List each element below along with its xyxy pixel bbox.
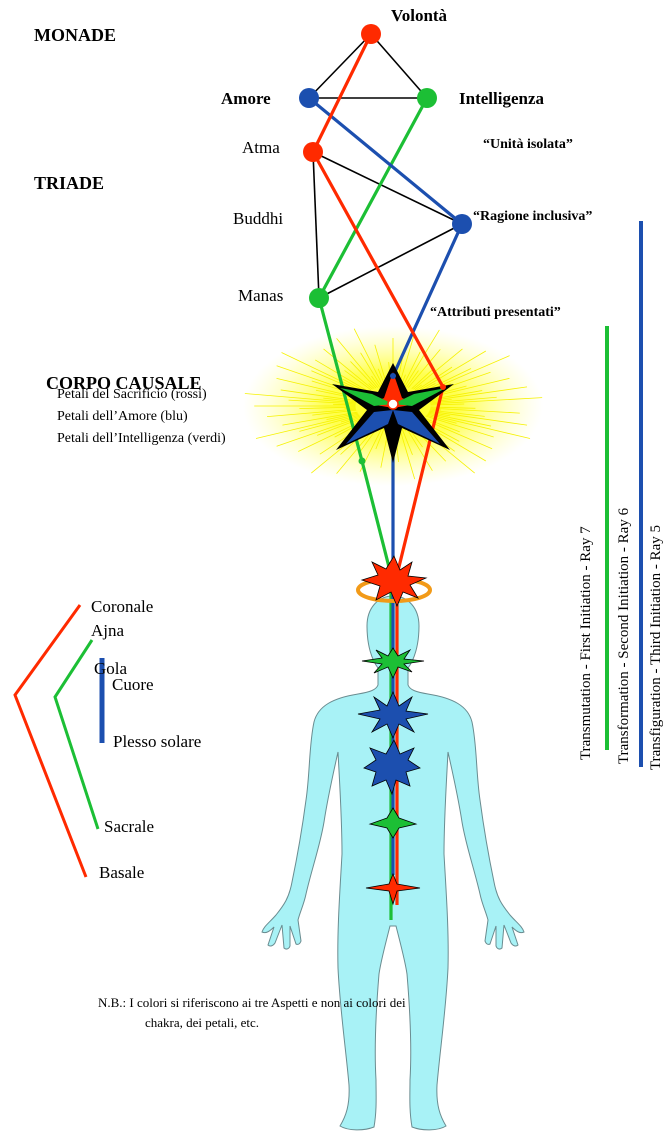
note-line-1: N.B.: I colori si riferiscono ai tre Asp…	[98, 993, 406, 1013]
chakra-ajna: Ajna	[91, 622, 124, 639]
petals-intelligenza: Petali dell’Intelligenza (verdi)	[57, 432, 226, 446]
label-amore: Amore	[221, 90, 271, 107]
chakra-cuore: Cuore	[112, 676, 154, 693]
quote-attributi-presentati: “Attributi presentati”	[430, 306, 561, 320]
label-atma: Atma	[242, 139, 280, 156]
node-amore	[299, 88, 319, 108]
node-buddhi	[452, 214, 472, 234]
monad-edge-volonta-amore	[309, 34, 371, 98]
label-manas: Manas	[238, 287, 283, 304]
chakra-coronale: Coronale	[91, 598, 153, 615]
chakra-basale: Basale	[99, 864, 144, 881]
petals-amore: Petali dell’Amore (blu)	[57, 410, 188, 424]
quote-ragione-inclusiva: “Ragione inclusiva”	[473, 210, 592, 224]
causal-star-center	[388, 399, 398, 409]
bracket-red	[15, 605, 86, 877]
quote-unita-isolata: “Unità isolata”	[483, 138, 573, 152]
level-monade: MONADE	[34, 26, 116, 44]
blue-ray-dot	[390, 373, 396, 379]
node-volonta	[361, 24, 381, 44]
initiation-first: Transmutation - First Initiation - Ray 7	[579, 526, 594, 760]
green-ray-dot	[359, 458, 366, 465]
node-atma	[303, 142, 323, 162]
node-intelligenza	[417, 88, 437, 108]
label-volonta: Volontà	[391, 7, 447, 24]
triad-edge-atma-manas	[313, 152, 319, 298]
red-ray-dot	[440, 384, 446, 390]
note: N.B.: I colori si riferiscono ai tre Asp…	[98, 993, 406, 1033]
level-triade: TRIADE	[34, 174, 104, 192]
note-line-2: chakra, dei petali, etc.	[98, 1013, 406, 1033]
initiation-third: Transfiguration - Third Initiation - Ray…	[649, 525, 664, 770]
initiation-second: Transformation - Second Initiation - Ray…	[617, 508, 632, 764]
petals-sacrificio: Petali del Sacrificio (rossi)	[57, 388, 207, 402]
chakra-plesso-solare: Plesso solare	[113, 733, 201, 750]
chakra-sacrale: Sacrale	[104, 818, 154, 835]
monad-edge-volonta-intelligenza	[371, 34, 427, 98]
label-intelligenza: Intelligenza	[459, 90, 544, 107]
bracket-green	[55, 640, 98, 829]
node-manas	[309, 288, 329, 308]
label-buddhi: Buddhi	[233, 210, 283, 227]
